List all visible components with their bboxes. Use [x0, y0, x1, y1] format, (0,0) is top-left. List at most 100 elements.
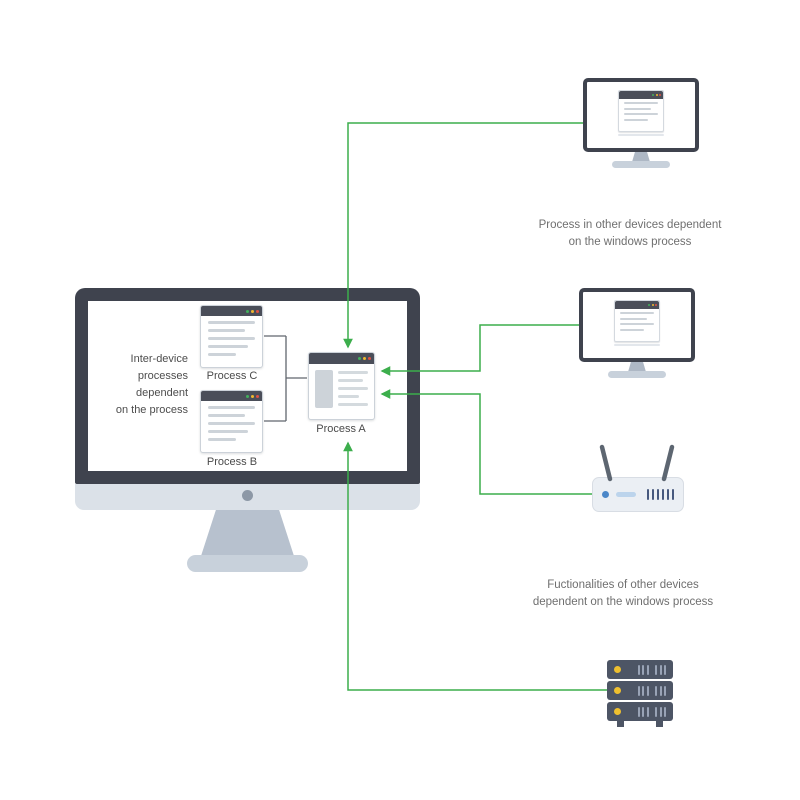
vent [664, 706, 666, 717]
text-line [208, 422, 255, 425]
text-line [208, 406, 255, 409]
process-c-content [201, 316, 262, 356]
window-shadow [618, 134, 664, 136]
text-line [208, 438, 237, 441]
vent [659, 664, 662, 675]
process-a-label: Process A [316, 423, 366, 435]
vent [637, 664, 640, 675]
router-status-bar [616, 492, 636, 497]
window-dot-yellow-icon [655, 94, 658, 96]
inter-device-note: Inter-device processes dependent on the … [115, 353, 188, 417]
server-led-yellow-icon [614, 687, 621, 694]
server-vents [637, 664, 666, 675]
small-monitor-stand-base [608, 371, 666, 378]
window-shadow [614, 344, 660, 346]
caption-bottom: Fuctionalities of other devices dependen… [532, 579, 714, 609]
text-lines [338, 370, 368, 411]
remote-window [618, 90, 664, 132]
process-a-content [309, 364, 374, 417]
window-dot-green-icon [246, 394, 249, 398]
router-device [592, 477, 684, 512]
text-line [338, 379, 363, 382]
monitor-stand-neck [201, 510, 294, 556]
server-unit [607, 681, 673, 700]
process-b-content [201, 401, 262, 441]
vent [655, 685, 657, 696]
led [667, 489, 669, 500]
remote-monitor-top [583, 78, 699, 152]
window-dot-red-icon [655, 304, 657, 306]
window-dot-yellow-icon [251, 309, 254, 313]
text-line [338, 395, 359, 398]
small-monitor-stand-neck [628, 361, 646, 372]
window-dot-red-icon [256, 394, 259, 398]
text-line [208, 414, 245, 417]
router-antenna-right [661, 444, 675, 482]
vent [655, 706, 657, 717]
text-line [624, 113, 658, 115]
remote-window-titlebar [619, 91, 663, 99]
caption-top: Process in other devices dependent on th… [538, 219, 722, 249]
text-line [620, 312, 654, 314]
vent [642, 706, 644, 717]
vent [642, 685, 644, 696]
server-vents [637, 706, 666, 717]
window-dot-green-icon [652, 94, 654, 96]
process-c-label: Process C [206, 370, 258, 382]
process-a-window [308, 352, 375, 420]
server-vents [637, 685, 666, 696]
vent [637, 706, 640, 717]
process-c-window [200, 305, 263, 368]
text-line [208, 329, 245, 332]
window-dot-green-icon [246, 309, 249, 313]
remote-window-content [615, 309, 659, 331]
small-monitor-stand-neck [632, 151, 650, 162]
window-dot-red-icon [368, 357, 371, 360]
server-unit [607, 660, 673, 679]
text-line [208, 430, 248, 433]
led [657, 489, 659, 500]
remote-window [614, 300, 660, 342]
vent [646, 685, 649, 696]
vent [642, 664, 644, 675]
vent [655, 664, 657, 675]
vent [664, 685, 666, 696]
small-monitor-stand-base [612, 161, 670, 168]
text-line [624, 107, 651, 110]
server-rack [607, 660, 673, 723]
monitor-stand-base [187, 555, 308, 572]
vent [659, 706, 662, 717]
window-dot-green-icon [358, 357, 361, 360]
server-led-yellow-icon [614, 708, 621, 715]
remote-window-content [619, 99, 663, 121]
text-line [338, 403, 368, 406]
text-line [208, 345, 248, 348]
remote-monitor-middle [579, 288, 695, 362]
server-foot [617, 721, 624, 727]
vent [637, 685, 640, 696]
process-c-titlebar [201, 306, 262, 316]
text-line [208, 321, 255, 324]
window-dot-red-icon [256, 309, 259, 313]
text-line [208, 353, 237, 356]
led [662, 489, 664, 500]
process-a-titlebar [309, 353, 374, 364]
led [672, 489, 674, 500]
text-line [624, 118, 648, 121]
vent [659, 685, 662, 696]
window-dot-green-icon [648, 304, 650, 306]
server-led-yellow-icon [614, 666, 621, 673]
server-unit [607, 702, 673, 721]
text-line [620, 328, 644, 331]
monitor-logo-dot [242, 490, 253, 501]
sidebar-block [315, 370, 333, 408]
led [652, 489, 654, 500]
process-b-label: Process B [206, 456, 258, 468]
led [647, 489, 649, 500]
vent [646, 664, 649, 675]
window-dot-yellow-icon [651, 304, 654, 306]
remote-window-titlebar [615, 301, 659, 309]
text-line [620, 323, 654, 325]
router-power-led-icon [602, 491, 609, 498]
